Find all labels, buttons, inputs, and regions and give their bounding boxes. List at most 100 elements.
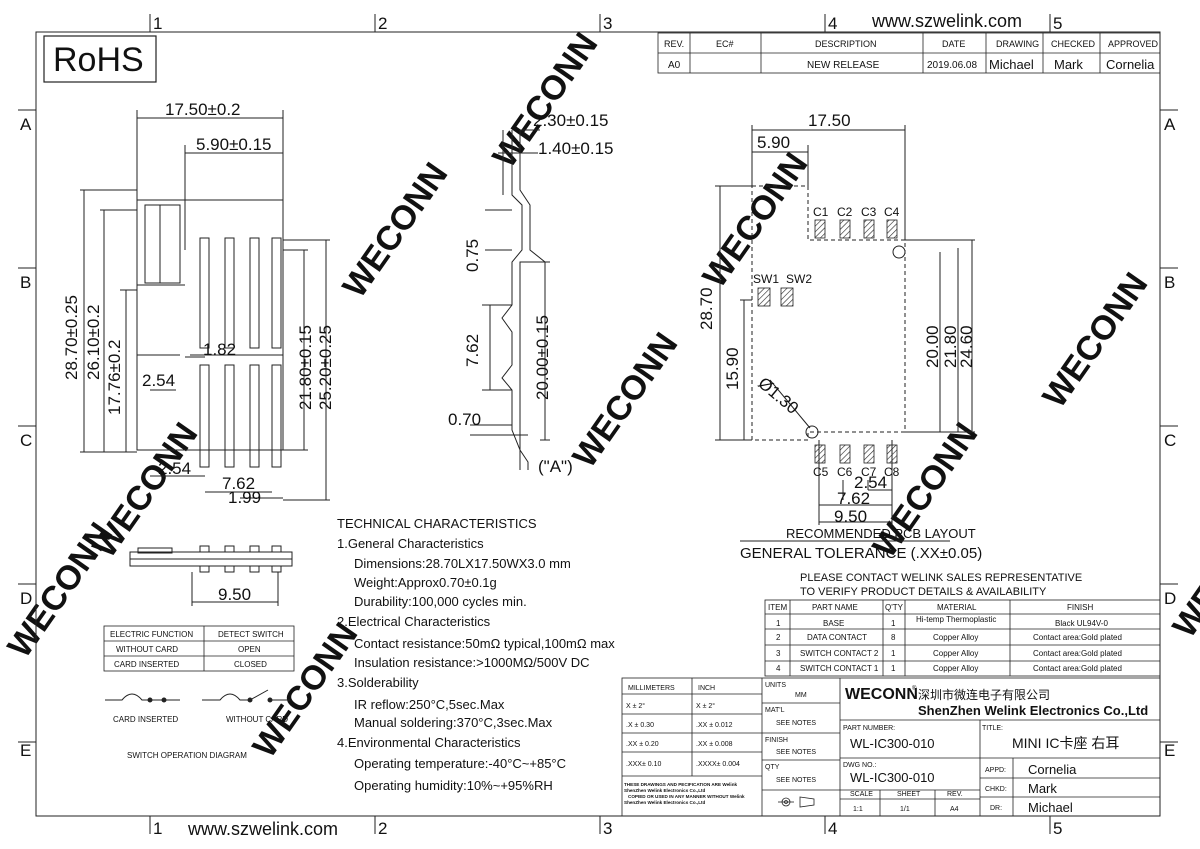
dim-label: 2.54 [158, 459, 191, 478]
approved-by: Cornelia [1028, 762, 1077, 777]
zone-ticks [18, 14, 1178, 834]
bom-cell: Contact area:Gold plated [1033, 664, 1122, 673]
pad-label: C3 [861, 205, 877, 219]
zone-col-label: 5 [1053, 819, 1062, 838]
tb-label: UNITS [765, 682, 786, 689]
zone-labels: 1 2 3 4 5 1 2 3 4 5 A B C D E A B C D E [20, 14, 1176, 838]
front-view [80, 110, 330, 501]
tb-label: MAT'L [765, 707, 785, 714]
rev-header: DESCRIPTION [815, 39, 877, 49]
notice-line: COPIED OR USED IN ANY MANNER WITHOUT Wel… [628, 794, 745, 799]
zone-col-label: 4 [828, 819, 837, 838]
switch-symbols [105, 689, 290, 703]
bom-cell: 1 [891, 664, 896, 673]
technical-characteristics: TECHNICAL CHARACTERISTICS 1.General Char… [337, 516, 615, 793]
zone-row-label: A [1164, 115, 1176, 134]
dim-label: 21.80±0.15 [296, 325, 315, 410]
bom-cell: Contact area:Gold plated [1033, 633, 1122, 642]
tol-cell: X ± 2° [696, 702, 715, 710]
tb-value: SEE NOTES [776, 777, 816, 784]
dim-label: 1.40±0.15 [538, 139, 614, 158]
bottom-view [129, 545, 293, 606]
tb-label: SCALE [850, 791, 873, 798]
bom-cell: Copper Alloy [933, 649, 978, 658]
switch-header: DETECT SWITCH [218, 630, 284, 639]
bom-cell: 3 [776, 649, 781, 658]
watermark: WECONN [335, 156, 455, 305]
pcb-caption: RECOMMENDED PCB LAYOUT [786, 526, 976, 541]
tech-item: IR reflow:250°C,5sec.Max [354, 697, 505, 712]
tb-label: REV. [947, 791, 963, 798]
dim-label: 1.99 [228, 488, 261, 507]
tb-label: DWG NO.: [843, 762, 876, 769]
pad-label: C7 [861, 465, 877, 479]
drawn-by: Michael [1028, 800, 1073, 815]
switch-state-label: CARD INSERTED [113, 715, 178, 724]
tech-heading: 3.Solderability [337, 675, 419, 690]
tb-value: MM [795, 692, 807, 699]
tech-item: Operating temperature:-40°C~+85°C [354, 756, 566, 771]
tol-cell: .XX ± 0.008 [696, 741, 733, 748]
drawing-title: MINI IC卡座 右耳 [1012, 735, 1119, 751]
pad-label: C8 [884, 465, 900, 479]
switch-cell: CLOSED [234, 660, 267, 669]
bom-cell: 4 [776, 664, 781, 673]
tol-cell: .X ± 0.30 [626, 722, 654, 729]
dim-label: 15.90 [723, 347, 742, 390]
pad-label: C5 [813, 465, 829, 479]
dim-label: 0.75 [463, 239, 482, 272]
watermark-layer: WECONN WECONN WECONN WECONN WECONN WECON… [0, 26, 1200, 765]
rev-header: EC# [716, 39, 734, 49]
zone-col-label: 3 [603, 14, 612, 33]
switch-diagram-caption: SWITCH OPERATION DIAGRAM [127, 751, 247, 760]
bom-cell: 2 [776, 633, 781, 642]
bom-header: Q'TY [885, 603, 904, 612]
bom-header: MATERIAL [937, 603, 977, 612]
dim-label: 5.90±0.15 [196, 135, 272, 154]
tol-header: INCH [698, 685, 715, 692]
zone-col-label: 1 [153, 14, 162, 33]
title-block [621, 677, 1161, 817]
dim-label: 17.50 [808, 111, 851, 130]
rev-header: CHECKED [1051, 39, 1096, 49]
rev-approved: Cornelia [1106, 57, 1155, 72]
rev-header: REV. [664, 39, 684, 49]
pad-label: C2 [837, 205, 853, 219]
zone-col-label: 4 [828, 14, 837, 33]
tb-label: TITLE: [982, 725, 1003, 732]
bom-cell: Copper Alloy [933, 664, 978, 673]
bom-cell: 8 [891, 633, 896, 642]
zone-row-label: B [1164, 273, 1175, 292]
tech-heading: 4.Environmental Characteristics [337, 735, 521, 750]
website-bottom: www.szwelink.com [187, 819, 338, 839]
dim-label: 28.70 [697, 287, 716, 330]
switch-cell: CARD INSERTED [114, 660, 179, 669]
dim-label: Ø1.30 [754, 374, 802, 418]
dim-label: 5.90 [757, 133, 790, 152]
tech-item: Durability:100,000 cycles min. [354, 594, 527, 609]
bom-cell: 1 [891, 649, 896, 658]
tech-item: Contact resistance:50mΩ typical,100mΩ ma… [354, 636, 615, 651]
dim-label: 1.82 [203, 340, 236, 359]
watermark: WECONN [0, 516, 120, 665]
rev-header: DRAWING [996, 39, 1039, 49]
zone-col-label: 1 [153, 819, 162, 838]
dim-label: 2.30±0.15 [533, 111, 609, 130]
dim-label: 2.54 [854, 473, 887, 492]
tb-label: CHKD: [985, 786, 1007, 793]
tb-label: APPD: [985, 767, 1006, 774]
tol-cell: .XX ± 0.20 [626, 741, 659, 748]
watermark: WECONN [1035, 266, 1155, 415]
tb-label: FINISH [765, 737, 788, 744]
dim-label: 28.70±0.25 [62, 295, 81, 380]
part-number: WL-IC300-010 [850, 736, 935, 751]
switch-table [103, 625, 295, 672]
dim-label: 26.10±0.2 [84, 304, 103, 380]
tech-title: TECHNICAL CHARACTERISTICS [337, 516, 537, 531]
tech-item: Weight:Approx0.70±0.1g [354, 575, 497, 590]
zone-col-label: 2 [378, 14, 387, 33]
dim-label: 20.00 [923, 325, 942, 368]
tol-cell: .XXX± 0.10 [626, 761, 661, 768]
bom-cell: DATA CONTACT [807, 633, 867, 642]
dim-label: 17.50±0.2 [165, 100, 241, 119]
